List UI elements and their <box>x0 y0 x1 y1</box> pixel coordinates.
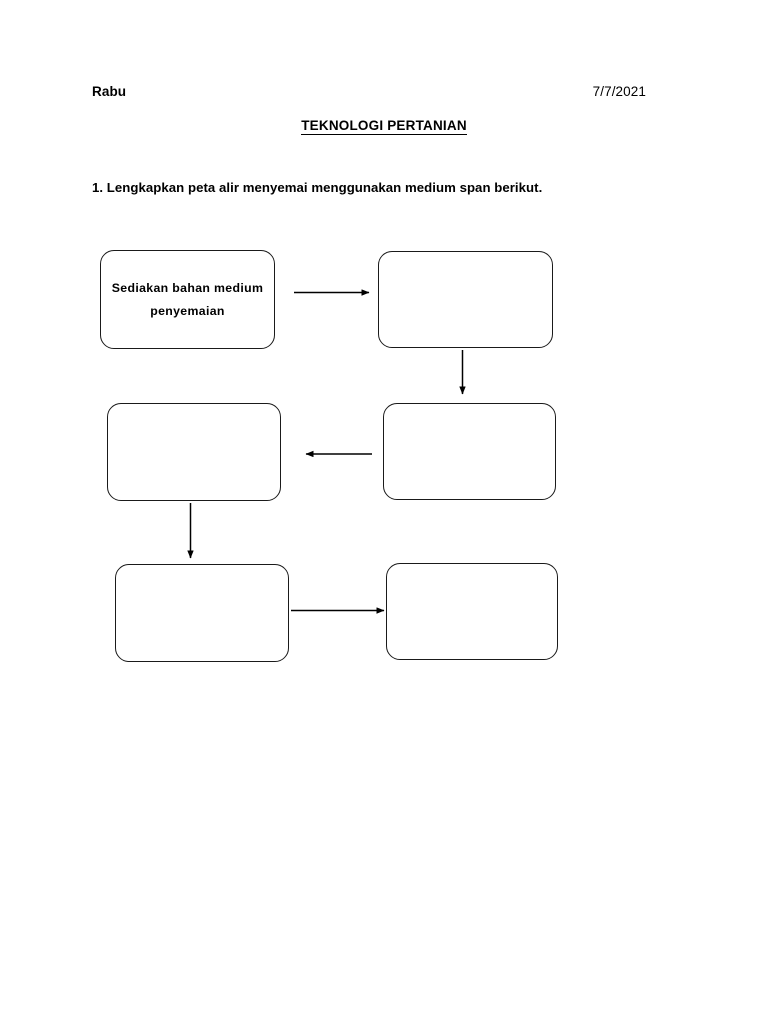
flow-box-5[interactable] <box>115 564 289 662</box>
question-text: 1. Lengkapkan peta alir menyemai menggun… <box>92 180 543 195</box>
flow-box-2[interactable] <box>378 251 553 348</box>
page-title-text: TEKNOLOGI PERTANIAN <box>301 118 467 135</box>
flow-box-6[interactable] <box>386 563 558 660</box>
flow-box-3[interactable] <box>107 403 281 501</box>
flow-box-1[interactable]: Sediakan bahan medium penyemaian <box>100 250 275 349</box>
flow-box-4[interactable] <box>383 403 556 500</box>
document-header: Rabu 7/7/2021 <box>92 84 646 99</box>
date-label: 7/7/2021 <box>592 84 646 99</box>
page-title: TEKNOLOGI PERTANIAN <box>0 118 768 135</box>
day-label: Rabu <box>92 84 127 99</box>
flow-box-1-label: Sediakan bahan medium penyemaian <box>111 280 264 318</box>
